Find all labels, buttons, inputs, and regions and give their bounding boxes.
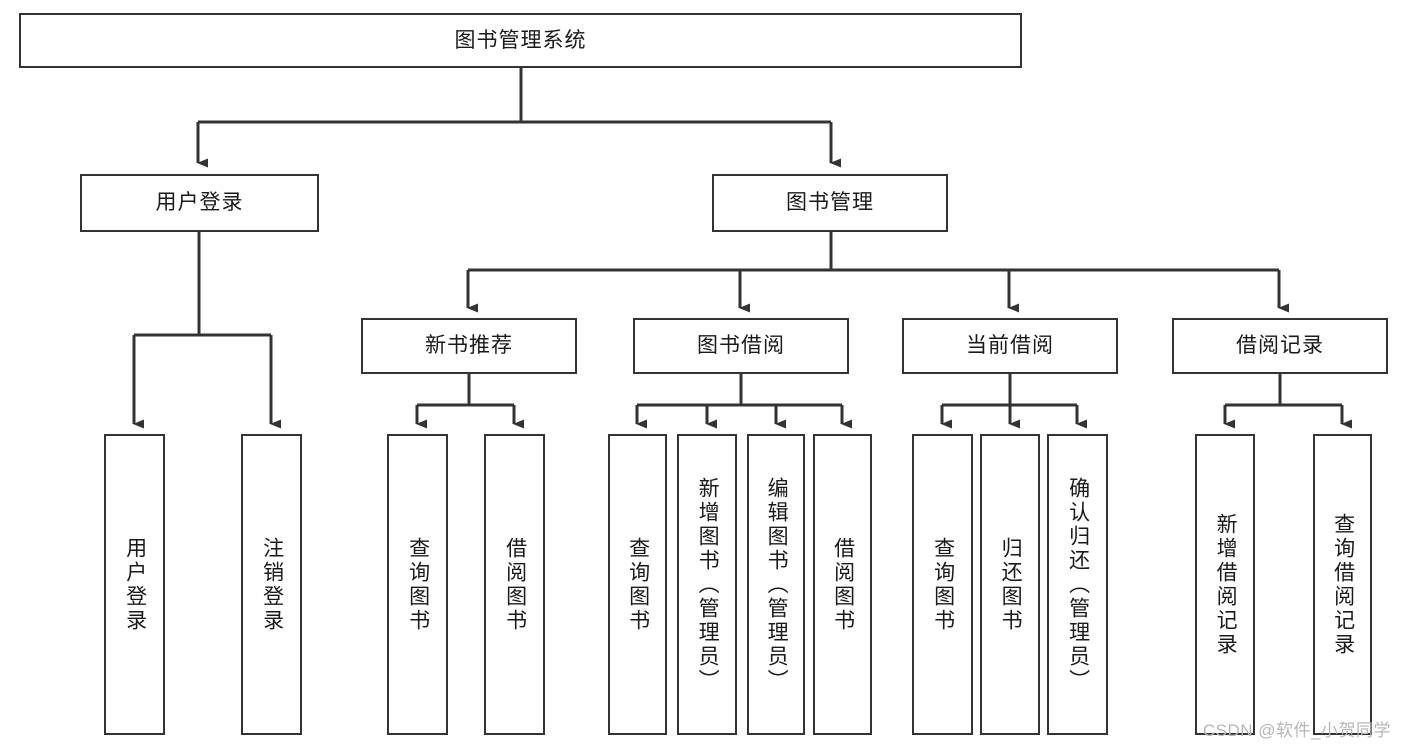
node-leaf-borrow-book-2[interactable]: 借阅图书 xyxy=(813,434,872,735)
node-user-login[interactable]: 用户登录 xyxy=(80,174,319,232)
node-leaf-query-book-1[interactable]: 查询图书 xyxy=(387,434,448,735)
node-leaf-confirm-return-admin[interactable]: 确认归还（管理员） xyxy=(1047,434,1108,735)
node-leaf-query-book-3[interactable]: 查询图书 xyxy=(912,434,973,735)
node-label: 查询图书 xyxy=(406,536,430,633)
node-label: 新增图书（管理员） xyxy=(696,476,720,693)
node-label: 注销登录 xyxy=(260,536,284,633)
node-label: 借阅图书 xyxy=(503,536,527,633)
node-book-management[interactable]: 图书管理 xyxy=(712,174,948,232)
node-label: 借阅记录 xyxy=(1236,334,1324,358)
node-label: 用户登录 xyxy=(155,191,244,215)
node-label: 当前借阅 xyxy=(966,334,1054,358)
node-label: 查询图书 xyxy=(931,536,955,633)
node-label: 借阅图书 xyxy=(831,536,855,633)
node-label: 新增借阅记录 xyxy=(1214,512,1238,657)
node-leaf-add-book-admin[interactable]: 新增图书（管理员） xyxy=(677,434,737,735)
node-leaf-add-borrow-record[interactable]: 新增借阅记录 xyxy=(1195,434,1255,735)
node-leaf-edit-book-admin[interactable]: 编辑图书（管理员） xyxy=(747,434,805,735)
node-label: 图书借阅 xyxy=(697,334,785,358)
node-label: 编辑图书（管理员） xyxy=(765,476,789,693)
node-leaf-query-borrow-record[interactable]: 查询借阅记录 xyxy=(1313,434,1372,735)
node-leaf-query-book-2[interactable]: 查询图书 xyxy=(608,434,667,735)
node-leaf-borrow-book-1[interactable]: 借阅图书 xyxy=(484,434,545,735)
node-new-book-recommendation[interactable]: 新书推荐 xyxy=(361,318,577,374)
node-leaf-return-book[interactable]: 归还图书 xyxy=(980,434,1040,735)
node-label: 图书管理系统 xyxy=(454,28,587,52)
node-label: 图书管理 xyxy=(786,191,874,215)
node-borrowing-records[interactable]: 借阅记录 xyxy=(1172,318,1388,374)
node-leaf-user-login[interactable]: 用户登录 xyxy=(104,434,165,735)
node-root-book-management-system[interactable]: 图书管理系统 xyxy=(19,13,1022,68)
csdn-watermark: CSDN @软件_小贺同学 xyxy=(1202,721,1391,740)
node-book-borrowing[interactable]: 图书借阅 xyxy=(633,318,849,374)
node-label: 查询图书 xyxy=(626,536,650,633)
node-current-borrowing[interactable]: 当前借阅 xyxy=(902,318,1118,374)
node-label: 新书推荐 xyxy=(425,334,513,358)
node-label: 查询借阅记录 xyxy=(1331,512,1355,657)
node-label: 用户登录 xyxy=(123,536,147,633)
node-leaf-user-logout[interactable]: 注销登录 xyxy=(241,434,302,735)
node-label: 归还图书 xyxy=(999,536,1023,633)
node-label: 确认归还（管理员） xyxy=(1066,476,1090,693)
